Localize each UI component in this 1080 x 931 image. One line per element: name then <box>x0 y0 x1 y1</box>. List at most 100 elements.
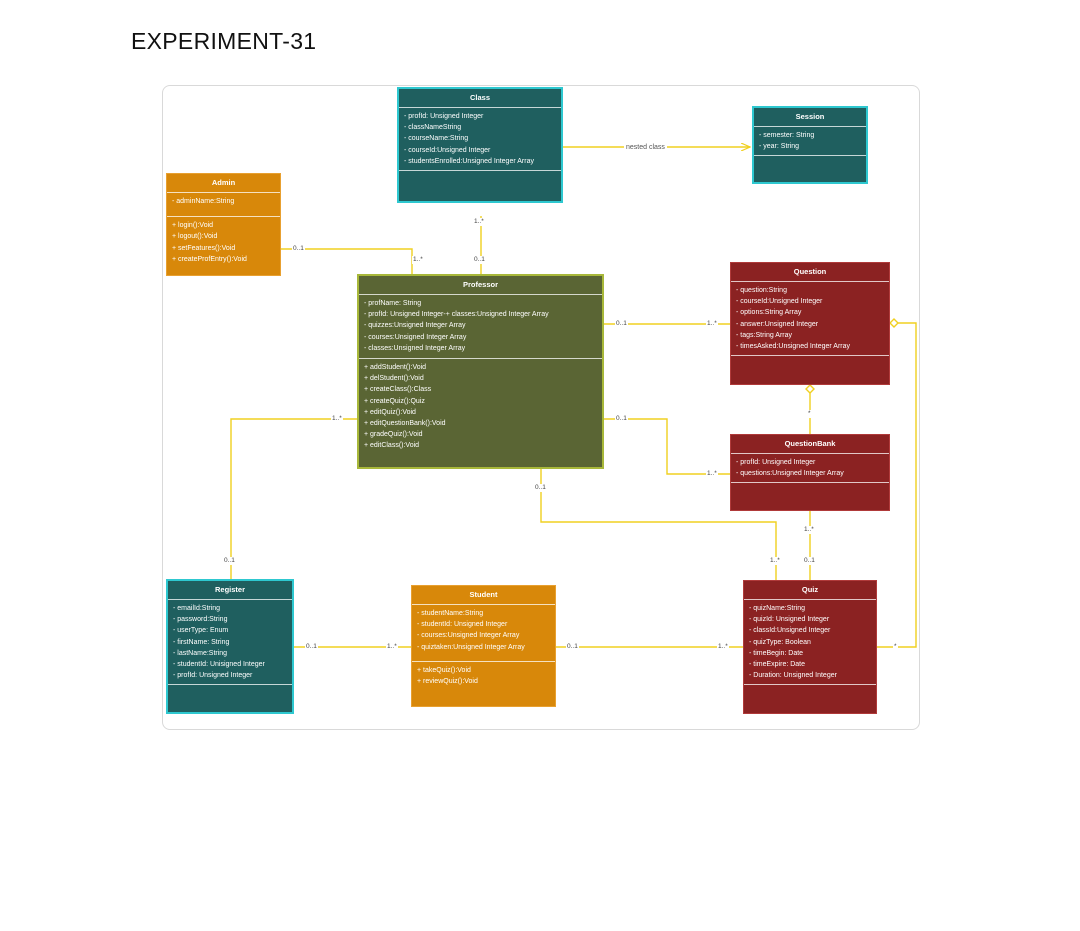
method-row: + login():Void <box>172 222 214 230</box>
attribute-row: - Duration: Unsigned Integer <box>749 672 837 680</box>
attributes-section: - question:String - courseId:Unsigned Int… <box>731 281 889 355</box>
attribute-row: - profId: Unsigned Integer-+ classes:Uns… <box>364 311 549 319</box>
method-row: + delStudent():Void <box>364 375 424 383</box>
attribute-row: - timeBegin: Date <box>749 649 804 657</box>
attributes-section: - emailId:String - password:String - userT… <box>168 599 292 684</box>
association-label-nested-class: nested class <box>624 143 667 152</box>
attributes-section: - adminName:String <box>167 192 280 216</box>
class-name: Quiz <box>801 585 819 594</box>
multiplicity-label: 0..1 <box>615 320 628 328</box>
multiplicity-label: 1..* <box>717 643 729 651</box>
class-box-class[interactable]: Class - profId: Unsigned Integer - classN… <box>397 87 563 203</box>
class-box-register[interactable]: Register - emailId:String - password:Stri… <box>166 579 294 714</box>
method-row: + editClass():Void <box>364 442 420 450</box>
class-name: Class <box>469 93 490 102</box>
methods-section <box>731 482 889 489</box>
attributes-section: - semester: String- year: String <box>754 126 866 155</box>
method-row: + editQuiz():Void <box>364 408 416 416</box>
line-professor-quiz <box>540 469 777 580</box>
methods-section <box>399 170 561 177</box>
attribute-row: - year: String <box>759 143 800 151</box>
multiplicity-label: 1..* <box>331 415 343 423</box>
attribute-row: - courses:Unsigned Integer Array <box>417 632 520 640</box>
attribute-row: - courses:Unsigned Integer Array <box>364 333 467 341</box>
multiplicity-label: 0..1 <box>803 557 816 565</box>
method-row: + createProfEntry():Void <box>172 255 247 263</box>
attribute-row: - emailId:String <box>173 605 221 612</box>
attribute-row: - userType: Enum <box>173 627 229 635</box>
attribute-row: - studentsEnrolled:Unsigned Integer Arra… <box>404 157 534 165</box>
multiplicity-label: * <box>893 643 898 651</box>
methods-section <box>754 155 866 162</box>
attribute-row: - profId: Unsigned Integer <box>173 672 253 680</box>
attribute-row: - question:String <box>736 287 787 294</box>
attribute-row: - timesAsked:Unsigned Integer Array <box>736 343 850 351</box>
attribute-row: - classes:Unsigned Integer Array <box>364 344 466 352</box>
attribute-row: - profName: String <box>364 300 422 307</box>
class-name: Admin <box>211 178 236 187</box>
attributes-section: - profId: Unsigned Integer - classNameStr… <box>399 107 561 170</box>
attributes-section: - profName: String - profId: Unsigned Int… <box>359 294 602 358</box>
attribute-row: - studentId: Unsigned Integer <box>417 621 508 629</box>
class-name: QuestionBank <box>784 439 836 448</box>
class-box-student[interactable]: Student - studentName:String- studentId:… <box>411 585 556 707</box>
attribute-row: - quiztaken:Unsigned Integer Array <box>417 643 525 651</box>
method-row: + createQuiz():Quiz <box>364 397 425 405</box>
method-row: + gradeQuiz():Void <box>364 431 423 439</box>
attribute-row: - courseName:String <box>404 135 469 143</box>
class-name: Session <box>795 112 825 121</box>
method-row: + logout():Void <box>172 233 218 241</box>
page-title: EXPERIMENT-31 <box>131 28 317 54</box>
method-row: + editQuestionBank():Void <box>364 420 446 428</box>
attribute-row: - quizId: Unsigned Integer <box>749 616 830 624</box>
attribute-row: - timeExpire: Date <box>749 661 806 669</box>
multiplicity-label: 0..1 <box>473 256 486 264</box>
aggregation-diamond-question-right <box>889 318 899 328</box>
attributes-section: - studentName:String - studentId: Unsigne… <box>412 604 555 661</box>
attribute-row: - firstName: String <box>173 638 230 646</box>
attribute-row: - questions:Unsigned Integer Array <box>736 470 844 478</box>
multiplicity-label: 0..1 <box>534 484 547 492</box>
class-name: Question <box>793 267 827 276</box>
line-admin-professor <box>281 248 413 275</box>
attribute-row: - courseId:Unsigned Integer <box>736 298 823 306</box>
class-box-quiz[interactable]: Quiz - quizName:String- quizId: Unsigned… <box>743 580 877 714</box>
multiplicity-label: 0..1 <box>292 245 305 253</box>
class-box-admin[interactable]: Admin - adminName:String + login():Void +… <box>166 173 281 276</box>
attribute-row: - quizzes:Unsigned Integer Array <box>364 322 466 330</box>
attribute-row: - profId: Unsigned Integer <box>736 459 816 466</box>
multiplicity-label: 1..* <box>706 320 718 328</box>
methods-section: + takeQuiz():Void+ reviewQuiz():Void <box>412 660 555 690</box>
class-box-session[interactable]: Session - semester: String- year: String <box>752 106 868 184</box>
attribute-row: - classNameString <box>404 124 462 132</box>
multiplicity-label: 1..* <box>769 557 781 565</box>
multiplicity-label: 1..* <box>412 256 424 264</box>
multiplicity-label: 0..1 <box>305 643 318 651</box>
class-box-professor[interactable]: Professor - profName: String- profId: Un… <box>357 274 604 469</box>
method-row: + setFeatures():Void <box>172 244 236 252</box>
multiplicity-label: 0..1 <box>566 643 579 651</box>
line-professor-questionbank <box>604 418 730 475</box>
methods-section <box>744 684 876 691</box>
multiplicity-label: 0..1 <box>615 415 628 423</box>
attribute-row: - adminName:String <box>172 198 235 205</box>
attributes-section: - quizName:String- quizId: Unsigned Inte… <box>744 599 876 684</box>
class-box-question[interactable]: Question - question:String - courseId:Uns… <box>730 262 890 385</box>
attribute-row: - lastName:String <box>173 649 228 657</box>
multiplicity-label: * <box>807 410 812 418</box>
method-row: + takeQuiz():Void <box>417 666 471 674</box>
aggregation-diamond-question-bottom <box>805 384 815 394</box>
attribute-row: - studentName:String <box>417 610 484 617</box>
class-name: Register <box>214 585 245 594</box>
method-row: + createClass():Class <box>364 386 432 394</box>
methods-section <box>731 355 889 362</box>
attribute-row: - classId:Unsigned Integer <box>749 627 831 635</box>
multiplicity-label: 0..1 <box>223 557 236 565</box>
attribute-row: - profId: Unsigned Integer <box>404 113 484 120</box>
method-row: + addStudent():Void <box>364 364 427 372</box>
class-box-questionbank[interactable]: QuestionBank - profId: Unsigned Integer-… <box>730 434 890 511</box>
attributes-section: - profId: Unsigned Integer - questions:Un… <box>731 453 889 482</box>
attribute-row: - studentId: Unisigned Integer <box>173 661 265 669</box>
multiplicity-label: 1..* <box>706 470 718 478</box>
attribute-row: - password:String <box>173 616 228 624</box>
